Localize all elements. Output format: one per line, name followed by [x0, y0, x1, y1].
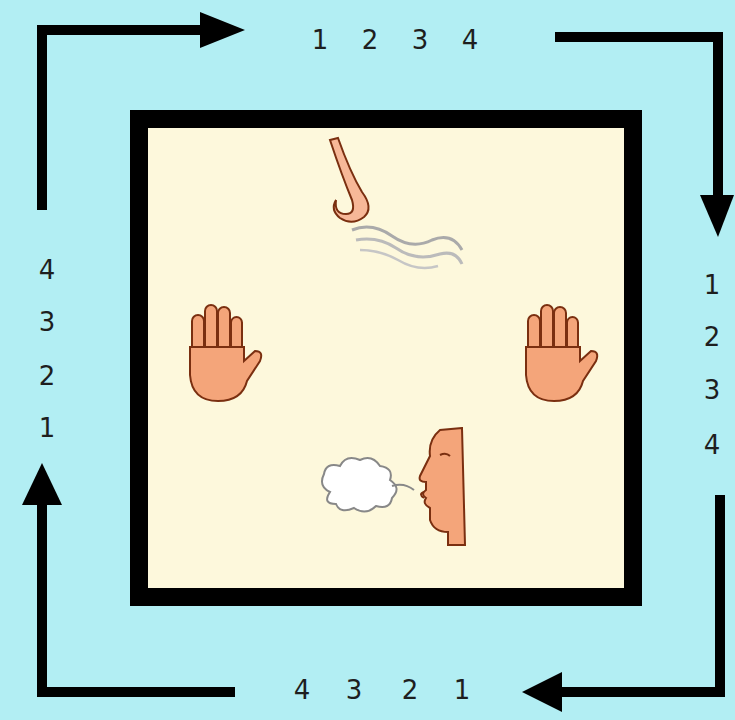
flow-arrows — [42, 30, 720, 692]
count-number: 3 — [704, 375, 721, 405]
count-number: 3 — [412, 25, 429, 55]
count-number: 2 — [39, 361, 56, 391]
count-number: 3 — [346, 675, 363, 705]
hand-icon — [190, 305, 261, 401]
count-number: 2 — [362, 25, 379, 55]
breathing-square — [139, 119, 633, 597]
count-number: 2 — [704, 322, 721, 352]
arrow-heads — [22, 12, 734, 712]
exhale-icon — [322, 428, 465, 545]
count-number: 2 — [402, 675, 419, 705]
count-number: 4 — [39, 255, 56, 285]
count-number: 1 — [704, 270, 721, 300]
count-number: 1 — [39, 413, 56, 443]
nose-icon — [330, 138, 462, 268]
count-number: 4 — [462, 25, 479, 55]
count-number: 3 — [39, 307, 56, 337]
hand-icon — [526, 305, 597, 401]
count-number: 1 — [454, 675, 471, 705]
count-number: 4 — [294, 675, 311, 705]
count-number: 4 — [704, 430, 721, 460]
count-number: 1 — [312, 25, 329, 55]
